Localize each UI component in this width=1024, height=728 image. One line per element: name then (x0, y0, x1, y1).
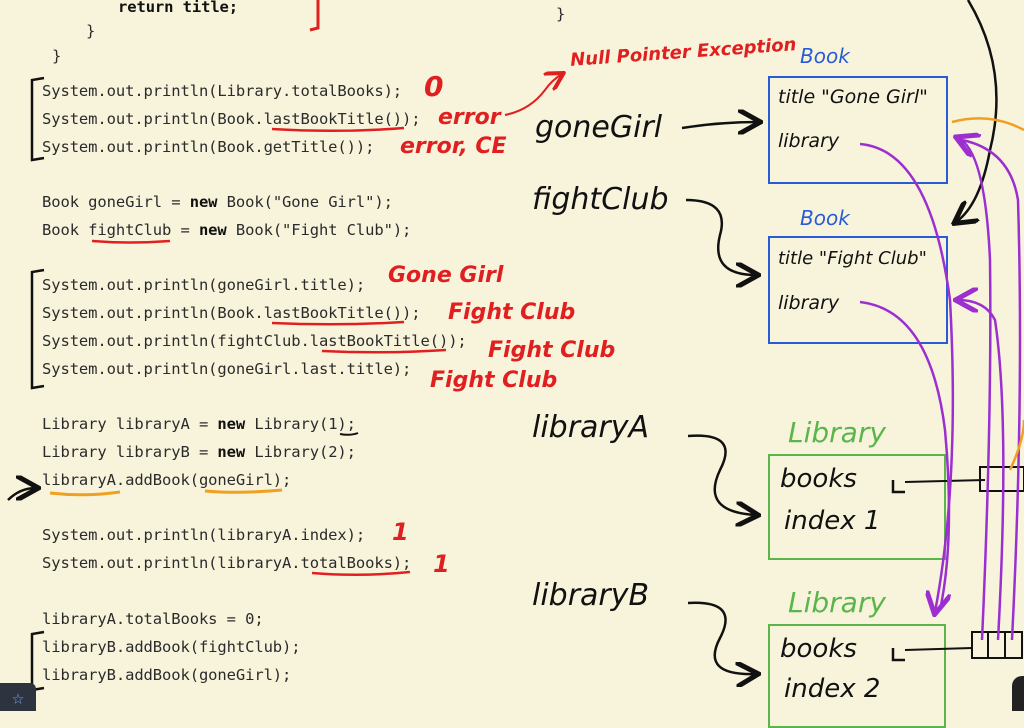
code-brace: } (52, 47, 62, 65)
code-line: libraryA.totalBooks = 0; (42, 610, 264, 628)
code-line: System.out.println(Book.getTitle()); (42, 138, 375, 156)
book-title-field: title "Gone Girl" (778, 86, 928, 108)
code-brace: } (86, 22, 96, 40)
library-books-field: books (780, 464, 857, 494)
underline (311, 570, 411, 577)
code-line: Book fightClub = new Book("Fight Club"); (42, 221, 412, 239)
array-ref-arrow (958, 300, 1005, 641)
code-line: libraryB.addBook(goneGirl); (42, 666, 292, 684)
var-gonegirl: goneGirl (535, 110, 663, 145)
array-ref-arrow (961, 138, 1022, 641)
annotation-zero: 0 (424, 70, 444, 103)
code-line: System.out.println(Book.lastBookTitle())… (42, 110, 421, 128)
underline (91, 239, 171, 244)
array-ref-arrow (958, 138, 992, 641)
annotation-fight-club: Fight Club (448, 300, 576, 325)
library-books-field: books (780, 634, 857, 664)
book-title-field: title "Fight Club" (778, 248, 927, 269)
books-ref-line (904, 479, 986, 483)
var-librarya: libraryA (532, 410, 650, 445)
library-object-b: books index 2 (768, 624, 946, 728)
red-bracket (309, 0, 320, 32)
code-brace: } (556, 5, 566, 23)
ref-arrow-libraryb (687, 601, 756, 674)
library-label: Library (788, 586, 886, 619)
ref-marker (891, 648, 905, 662)
library-index-field: index 2 (784, 674, 881, 704)
library-ref-arrow (859, 300, 951, 611)
npe-arrow (504, 74, 562, 116)
orange-ref-arrow (1008, 419, 1024, 471)
underline (204, 488, 283, 494)
underline (339, 432, 359, 436)
bracket (30, 630, 45, 692)
code-line: System.out.println(libraryA.index); (42, 526, 366, 544)
underline (271, 126, 405, 133)
array-box (971, 631, 1023, 659)
book-label: Book (800, 206, 850, 230)
annotation-fight-club: Fight Club (430, 368, 558, 393)
book-object-fightclub: title "Fight Club" library (768, 236, 948, 344)
annotation-error-ce: error, CE (400, 134, 507, 159)
orange-ref-arrow (951, 117, 1024, 132)
edge-control (1012, 676, 1024, 711)
var-libraryb: libraryB (532, 578, 650, 613)
code-panel: return title; } } } System.out.println(L… (42, 0, 566, 684)
book-object-gonegirl: title "Gone Girl" library (768, 76, 948, 184)
library-label: Library (788, 416, 886, 449)
ref-arrow-gonegirl (681, 122, 758, 128)
code-line: System.out.println(Library.totalBooks); (42, 82, 403, 100)
code-line: System.out.println(libraryA.totalBooks); (42, 554, 412, 572)
underline (49, 490, 121, 497)
code-line: libraryB.addBook(fightClub); (42, 638, 301, 656)
underline (271, 320, 405, 326)
annotation-fight-club: Fight Club (488, 338, 616, 363)
code-line: System.out.println(goneGirl.title); (42, 276, 366, 294)
array-dividers (987, 632, 1006, 658)
underline (321, 348, 447, 354)
code-line-return: return title; (118, 0, 239, 16)
book-library-field: library (778, 130, 840, 152)
library-object-a: books index 1 (768, 454, 946, 560)
code-line: System.out.println(Book.lastBookTitle())… (42, 304, 421, 322)
ink-overlay (7, 0, 1024, 692)
book-library-field: library (778, 292, 840, 314)
pointer-arrow (7, 488, 36, 501)
code-line: Book goneGirl = new Book("Gone Girl"); (42, 193, 393, 211)
annotation-one: 1 (392, 518, 409, 546)
book-label: Book (800, 44, 850, 68)
var-fightclub: fightClub (532, 182, 669, 217)
annotation-gone-girl: Gone Girl (388, 263, 504, 288)
star-icon[interactable]: ☆ (0, 683, 36, 711)
bracket (30, 76, 45, 162)
bracket (30, 268, 45, 390)
ref-arrow-librarya (687, 434, 756, 515)
library-ref-arrow (859, 142, 955, 612)
code-line: Library libraryA = new Library(1); (42, 415, 356, 433)
code-line: libraryA.addBook(goneGirl); (42, 471, 292, 489)
class-curve (956, 0, 998, 222)
ref-marker (891, 480, 905, 494)
annotation-one: 1 (433, 550, 450, 578)
library-index-field: index 1 (784, 506, 881, 536)
code-line: Library libraryB = new Library(2); (42, 443, 356, 461)
annotation-error: error (438, 105, 501, 130)
code-line: System.out.println(fightClub.lastBookTit… (42, 332, 467, 350)
ref-arrow-fightclub (685, 198, 756, 275)
books-ref-line (904, 647, 973, 651)
code-line: System.out.println(goneGirl.last.title); (42, 360, 412, 378)
